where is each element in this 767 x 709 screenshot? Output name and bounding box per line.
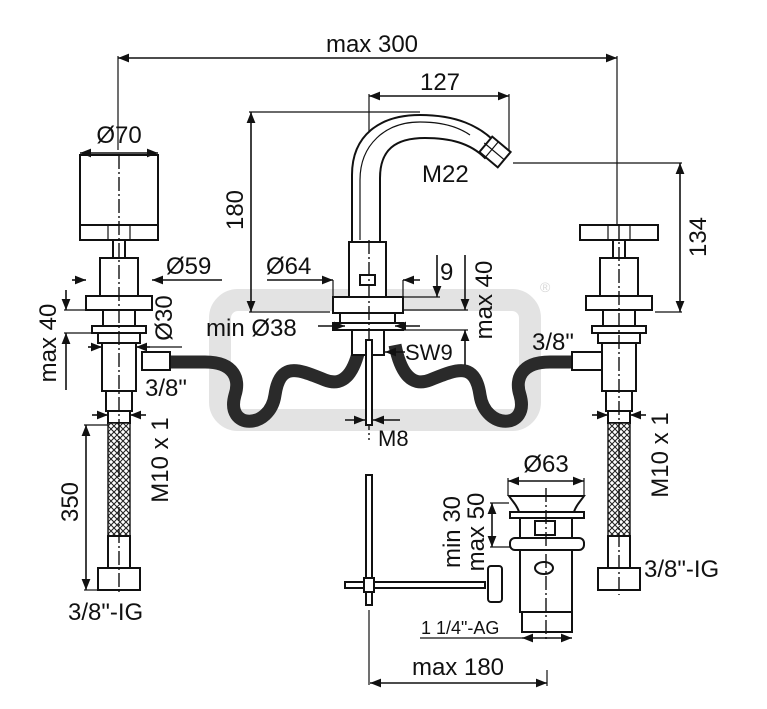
dim-waste-thread: 1 1/4"-AG: [420, 618, 572, 643]
dim-supply-thread-left: M10 x 1: [92, 410, 174, 503]
dim-supply-thread-right: M10 x 1: [592, 410, 674, 498]
dim-spout-hole: min Ø38: [206, 315, 420, 342]
label-spout-flange: Ø64: [266, 253, 311, 280]
registered-mark: ®: [540, 279, 551, 295]
label-waste-thread: 1 1/4"-AG: [421, 618, 499, 638]
label-valve-body: Ø30: [151, 295, 178, 340]
label-hose-connection-right: 3/8": [532, 329, 574, 356]
label-valve-flange: Ø59: [166, 253, 211, 280]
label-pop-up-reach: max 180: [412, 654, 504, 681]
label-waste-deck-min: min 30: [439, 496, 466, 568]
label-supply-end-right: 3/8"-IG: [644, 556, 719, 583]
dim-nut-size: SW9: [385, 340, 453, 365]
label-supply-thread-left: M10 x 1: [147, 417, 174, 502]
label-nut-size: SW9: [405, 340, 453, 365]
dim-left-deck: max 40: [35, 290, 100, 390]
dim-supply-hose-length: 350: [57, 424, 108, 591]
label-spout-height: 180: [222, 190, 249, 230]
dim-valve-body: Ø30: [88, 295, 182, 352]
spout: M22: [332, 113, 513, 440]
dim-valve-flange: Ø59: [72, 253, 222, 285]
label-outlet-height: 134: [685, 217, 712, 257]
dim-handle-diameter: Ø70: [80, 122, 158, 158]
right-valve: [571, 224, 659, 595]
label-rod-thread: M8: [378, 426, 409, 451]
label-waste-diameter: Ø63: [523, 451, 568, 478]
dim-spout-flange: Ø64: [266, 253, 420, 297]
label-left-deck: max 40: [35, 304, 62, 383]
label-spout-reach: 127: [420, 69, 460, 96]
dim-waste-diameter: Ø63: [507, 451, 585, 496]
label-spout-hole: min Ø38: [206, 315, 297, 342]
left-valve: [79, 154, 171, 595]
dim-rod-thread: M8: [345, 415, 409, 451]
dim-flange-step: 9: [403, 255, 453, 298]
dim-outlet-height: 134: [513, 162, 712, 313]
label-hose-connection-left: 3/8": [145, 375, 187, 402]
pop-up-waste: [487, 488, 586, 640]
label-supply-thread-right: M10 x 1: [647, 412, 674, 497]
label-spout-thread: M22: [422, 161, 469, 188]
spout-outlet-nut: [477, 135, 513, 169]
connecting-hoses: [170, 343, 580, 428]
dim-overall-width: max 300: [117, 31, 618, 225]
dim-waste-deck: min 30 max 50: [439, 493, 510, 572]
pop-up-rod: [344, 339, 486, 685]
label-overall-width: max 300: [326, 31, 418, 58]
dim-spout-height: 180: [222, 111, 420, 313]
label-handle-diameter: Ø70: [96, 122, 141, 149]
label-flange-step: 9: [440, 259, 453, 286]
label-supply-hose-length: 350: [57, 482, 84, 522]
dim-center-deck: max 40: [403, 255, 498, 365]
label-center-deck: max 40: [471, 261, 498, 340]
label-waste-deck-max: max 50: [463, 493, 490, 572]
label-supply-end-left: 3/8"-IG: [68, 599, 143, 626]
dim-pop-up-reach: max 180: [370, 654, 548, 688]
